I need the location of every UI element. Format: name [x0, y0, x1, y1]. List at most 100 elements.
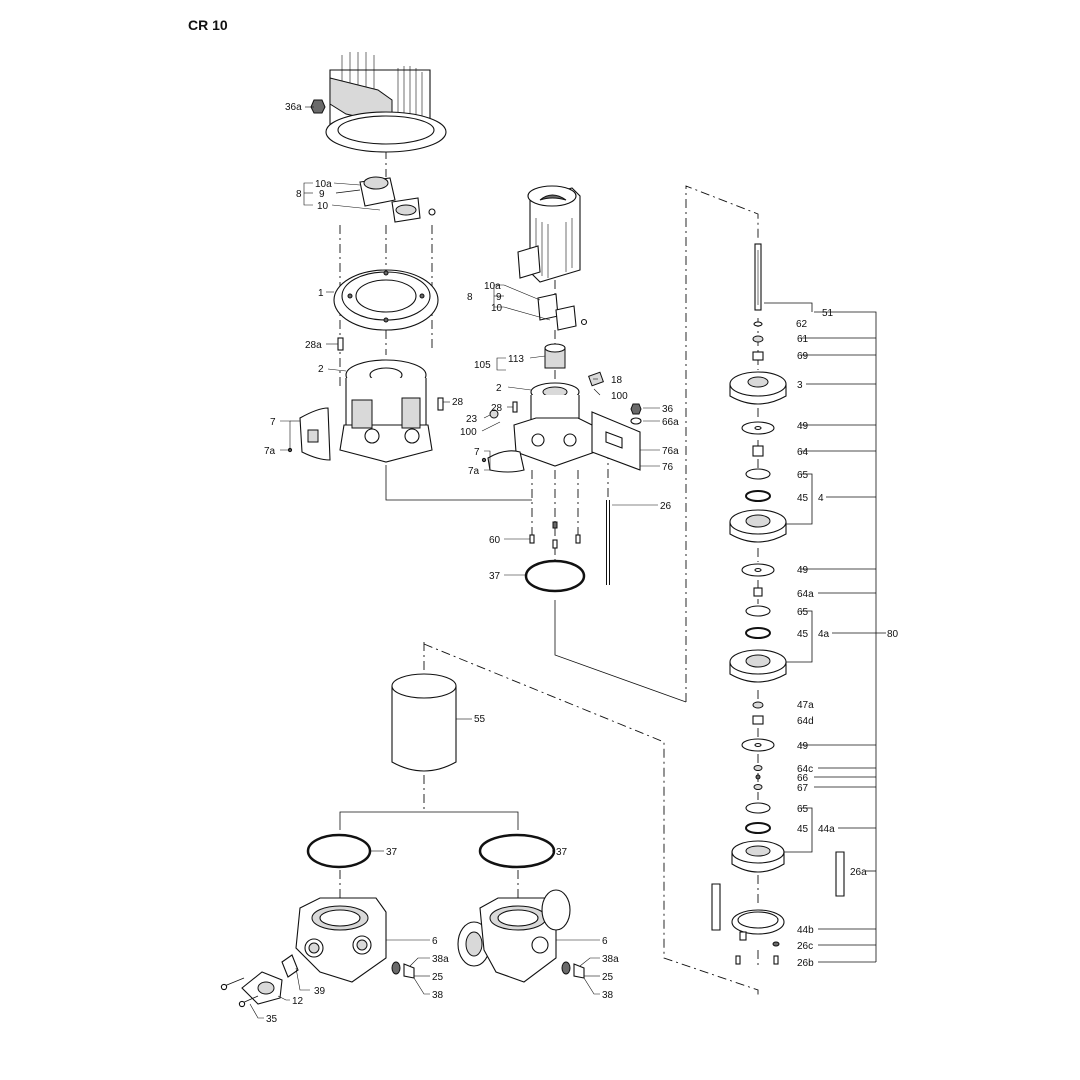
motor-stool-flange-1 — [333, 269, 439, 331]
label-45-a: 45 — [797, 493, 809, 504]
connector-lines — [339, 465, 687, 830]
label-38-b: 38 — [602, 990, 614, 1001]
label-69: 69 — [797, 351, 809, 362]
nameplate-76 — [591, 411, 641, 471]
pump-head-2-middle — [513, 382, 599, 467]
label-37-a: 37 — [489, 571, 501, 582]
label-65-a: 65 — [797, 470, 809, 481]
label-38a-a: 38a — [432, 954, 449, 965]
label-8-b: 8 — [467, 292, 473, 303]
label-9-b: 9 — [496, 292, 502, 303]
label-55: 55 — [474, 714, 486, 725]
ring-65-45-b — [745, 605, 771, 639]
chamber-4a — [729, 649, 787, 683]
label-7a-a: 7a — [264, 446, 276, 457]
label-64c: 64c — [797, 764, 813, 775]
bearing-64a — [753, 587, 763, 597]
label-4: 4 — [818, 493, 824, 504]
label-7a-b: 7a — [468, 466, 480, 477]
label-64a: 64a — [797, 589, 814, 600]
label-28-a: 28 — [452, 397, 464, 408]
bearing-64 — [752, 445, 764, 457]
label-1: 1 — [318, 288, 324, 299]
parts-64c-66-67 — [753, 765, 763, 790]
ring-65-45-c — [745, 802, 771, 834]
label-113: 113 — [508, 354, 524, 365]
nut-36a — [310, 99, 326, 114]
page-title: CR 10 — [188, 17, 228, 33]
label-49-a: 49 — [797, 421, 809, 432]
base-plate-44b — [731, 909, 785, 941]
shaft-seal-105 — [544, 343, 566, 369]
coupling-guard-7-left — [287, 407, 331, 461]
label-2-a: 2 — [318, 364, 324, 375]
coupling-left — [335, 176, 436, 223]
chamber-4 — [729, 509, 787, 543]
label-8-a: 8 — [296, 189, 302, 200]
label-39: 39 — [314, 986, 326, 997]
pump-shaft-51 — [754, 243, 762, 311]
label-47a: 47a — [797, 700, 814, 711]
label-80: 80 — [887, 629, 899, 640]
screw-28-middle — [512, 401, 518, 413]
label-23: 23 — [466, 414, 478, 425]
drain-plug-right — [561, 961, 585, 979]
label-6-a: 6 — [432, 936, 438, 947]
label-65-b: 65 — [797, 607, 809, 618]
label-44b: 44b — [797, 925, 814, 936]
screw-28-left — [437, 397, 444, 411]
small-parts-62-61-69 — [752, 321, 764, 361]
plugs-60 — [529, 521, 581, 549]
label-76a: 76a — [662, 446, 679, 457]
label-26b: 26b — [797, 958, 814, 969]
label-38a-b: 38a — [602, 954, 619, 965]
parts-26c-26b — [735, 941, 780, 965]
o-ring-37-right — [478, 833, 556, 869]
label-7-b: 7 — [474, 447, 480, 458]
label-10a-b: 10a — [484, 281, 501, 292]
motor-stool-2 — [339, 359, 433, 463]
label-38-a: 38 — [432, 990, 444, 1001]
label-49-b: 49 — [797, 565, 809, 576]
guide-vane-49-b — [741, 563, 775, 577]
label-25-a: 25 — [432, 972, 444, 983]
label-26c: 26c — [797, 941, 813, 952]
label-45-c: 45 — [797, 824, 809, 835]
label-12: 12 — [292, 996, 304, 1007]
label-10-b: 10 — [491, 303, 503, 314]
label-67: 67 — [797, 783, 809, 794]
chamber-44a — [731, 840, 785, 873]
label-100-b: 100 — [460, 427, 477, 438]
label-76: 76 — [662, 462, 674, 473]
leader-lines — [249, 106, 660, 1019]
motor-left — [325, 52, 447, 153]
vent-screw-23 — [489, 409, 499, 419]
group-brackets — [764, 302, 886, 963]
coupling-middle — [537, 293, 588, 331]
label-2-b: 2 — [496, 383, 502, 394]
label-28a: 28a — [305, 340, 322, 351]
label-36a: 36a — [285, 102, 302, 113]
label-100-a: 100 — [611, 391, 628, 402]
sleeve-55 — [391, 673, 457, 772]
guide-vane-49-c — [741, 738, 775, 752]
label-45-b: 45 — [797, 629, 809, 640]
label-26: 26 — [660, 501, 672, 512]
label-37-c: 37 — [556, 847, 568, 858]
straps-26a — [711, 851, 845, 931]
label-7-a: 7 — [270, 417, 276, 428]
label-66: 66 — [797, 773, 809, 784]
label-65-c: 65 — [797, 804, 809, 815]
label-3: 3 — [797, 380, 803, 391]
label-18: 18 — [611, 375, 623, 386]
part-labels: 36a 8 10a 9 10 1 28a 2 28 7 7a 10a 8 9 1… — [264, 102, 679, 1025]
drain-plug-left — [391, 961, 415, 979]
label-9-a: 9 — [319, 189, 325, 200]
label-37-b: 37 — [386, 847, 398, 858]
label-25-b: 25 — [602, 972, 614, 983]
label-28-b: 28 — [491, 403, 503, 414]
label-4a: 4a — [818, 629, 830, 640]
label-44a: 44a — [818, 824, 835, 835]
label-61: 61 — [797, 334, 809, 345]
